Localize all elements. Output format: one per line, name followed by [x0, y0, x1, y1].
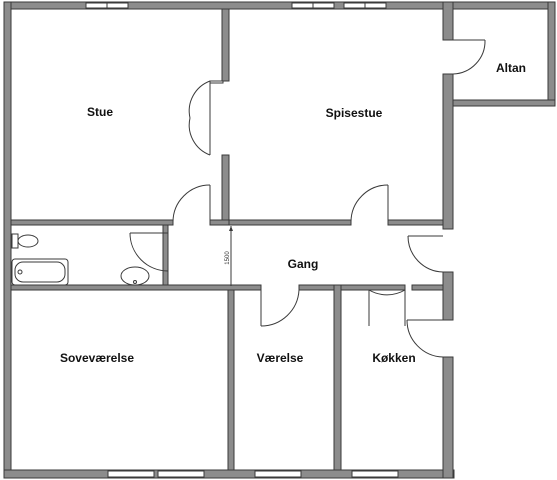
door-stue-spisestue-upper-leaf	[209, 80, 224, 84]
wall-right-low	[442, 271, 454, 321]
door-stue-spisestue-lower-swing	[188, 117, 211, 156]
door-vaerelse-swing	[260, 289, 300, 327]
room-label-vaerelse: Værelse	[257, 351, 304, 365]
dimension-label: 1500	[225, 251, 231, 265]
door-stue-gang-swing	[172, 184, 211, 223]
room-label-gang: Gang	[288, 257, 319, 271]
toilet-bowl	[17, 234, 39, 248]
room-label-spisestue: Spisestue	[326, 106, 383, 120]
wall-left	[3, 1, 12, 479]
door-stue-spisestue-upper-swing	[188, 80, 211, 119]
wall-right-upper	[442, 1, 454, 41]
door-bath-swing	[129, 232, 169, 272]
door-altan-swing	[452, 39, 486, 75]
door-entrance-swing	[407, 235, 444, 273]
door-kokken-swing	[368, 289, 406, 296]
wall-right-bottom	[442, 356, 454, 479]
sink-tap	[133, 280, 137, 284]
dimension-arrow	[229, 226, 233, 231]
altan-wall-bottom	[452, 99, 556, 107]
wall-spisestue-bottom-left	[228, 219, 352, 226]
wall-stue-spisestue-top	[221, 8, 230, 82]
room-label-stue: Stue	[87, 105, 113, 119]
wall-gang-bottom-left	[10, 284, 262, 291]
wall-gang-bottom-right	[411, 284, 444, 291]
wall-stue-bottom-right	[209, 219, 230, 226]
window-vaerelse	[254, 470, 302, 478]
room-label-altan: Altan	[496, 61, 526, 75]
room-label-sovevaerelse: Soveværelse	[60, 351, 134, 365]
sink	[120, 266, 150, 286]
door-kokken-side-swing	[406, 319, 444, 358]
wall-bath-right	[162, 224, 169, 286]
wall-vaerelse-kokken	[333, 284, 342, 471]
wall-spisestue-bottom-right	[387, 219, 444, 226]
altan-wall-right	[547, 1, 556, 107]
wall-gang-bottom-mid	[298, 284, 406, 291]
bathtub-drain	[17, 269, 23, 275]
bathtub-basin	[14, 261, 66, 283]
altan-wall-top	[452, 1, 556, 10]
wall-stue-spisestue-bottom	[221, 154, 230, 226]
toilet-cistern	[11, 233, 19, 249]
room-label-kokken: Køkken	[372, 351, 415, 365]
wall-stue-bottom-left	[10, 219, 174, 226]
wall-sove-vaerelse	[227, 289, 235, 471]
door-spisestue-gang-swing	[350, 184, 389, 223]
window-kokken	[351, 470, 399, 478]
wall-right-mid	[442, 73, 454, 230]
window-sove-2	[157, 470, 205, 478]
window-sove-1	[107, 470, 155, 478]
